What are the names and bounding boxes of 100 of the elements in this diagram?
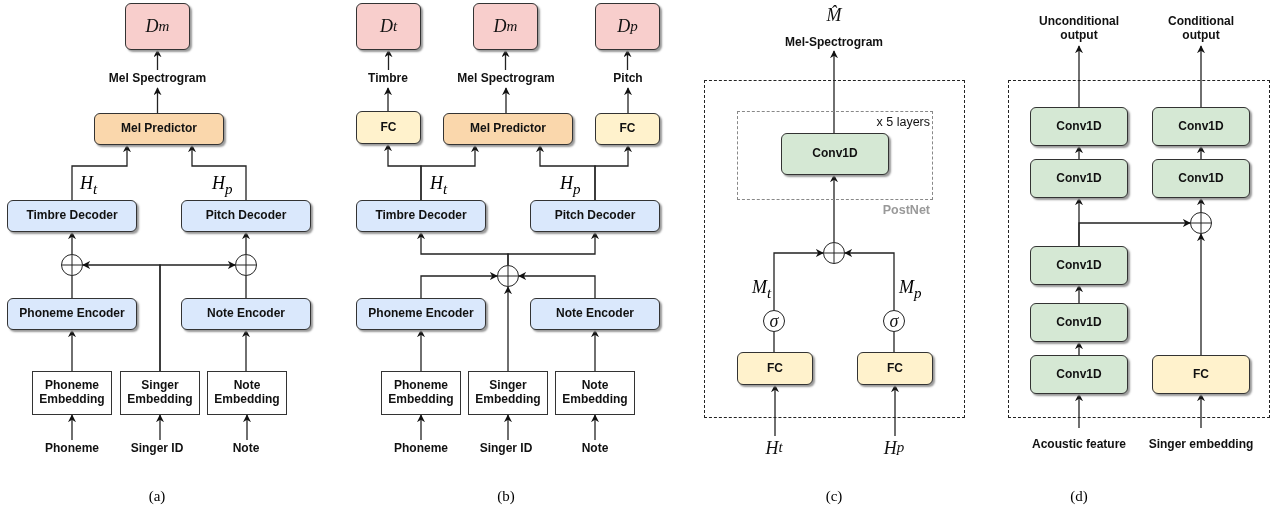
arrow <box>68 231 76 255</box>
arrow <box>844 249 895 311</box>
arrow <box>68 329 76 372</box>
text-label: Unconditional output <box>1019 12 1139 46</box>
text-label: M̂ <box>819 2 849 28</box>
panel-caption: (a) <box>148 488 166 505</box>
arrow <box>1075 284 1083 304</box>
connector-line <box>893 331 895 353</box>
arrow <box>1197 197 1205 213</box>
arrow <box>243 414 251 441</box>
dashed-frame <box>704 80 965 418</box>
arrow <box>771 384 779 437</box>
sum-node <box>497 265 519 287</box>
process-box: Conv1D <box>1030 303 1128 342</box>
sum-node <box>61 254 83 276</box>
arrow <box>242 231 250 255</box>
edge-label: H$_{p}$ <box>560 174 581 197</box>
annotation-text: x 5 layers <box>876 115 930 130</box>
arrow <box>1197 393 1205 429</box>
edge-label: M$_{p}$ <box>899 278 922 301</box>
arrow <box>504 414 512 441</box>
process-box: FC <box>356 111 421 144</box>
arrow <box>159 261 236 372</box>
process-box: Phoneme Encoder <box>356 298 486 330</box>
process-box: Pitch Decoder <box>530 200 660 232</box>
embedding-box: Singer Embedding <box>468 371 548 415</box>
embedding-box: Note Embedding <box>207 371 287 415</box>
text-label: Acoustic feature <box>1029 428 1129 462</box>
arrow <box>504 286 512 372</box>
process-box: Mel Predictor <box>94 113 224 145</box>
sum-node <box>235 254 257 276</box>
arrow <box>594 144 632 201</box>
arrow <box>153 49 162 71</box>
edge-label: H$_{t}$ <box>430 174 448 197</box>
sigmoid-node: σ <box>883 310 905 332</box>
connector-line <box>71 275 73 299</box>
embedding-box: Phoneme Embedding <box>32 371 112 415</box>
process-box: Conv1D <box>1152 107 1250 146</box>
arrow <box>71 144 131 201</box>
process-box: Conv1D <box>1152 159 1250 198</box>
group-label: PostNet <box>882 203 930 218</box>
arrow <box>420 272 498 299</box>
embedding-box: Phoneme Embedding <box>381 371 461 415</box>
text-label: Mel-Spectrogram <box>769 34 899 51</box>
edge-label: H$_{p}$ <box>212 174 233 197</box>
arrow <box>1075 45 1083 108</box>
text-label: Phoneme <box>32 440 112 457</box>
arrow <box>384 87 392 112</box>
sum-node <box>1190 212 1212 234</box>
arrow <box>188 144 247 201</box>
arrow <box>1078 219 1191 247</box>
text-label: Note <box>560 440 630 457</box>
process-box: Conv1D <box>1030 246 1128 285</box>
text-label: Phoneme <box>381 440 461 457</box>
edge-label: M$_{t}$ <box>752 278 772 301</box>
process-box: Conv1D <box>1030 107 1128 146</box>
panel-caption: (d) <box>1070 488 1088 505</box>
process-box: Conv1D <box>1030 159 1128 198</box>
process-box: FC <box>595 113 660 145</box>
arrow <box>68 414 76 441</box>
process-box: Conv1D <box>781 133 889 175</box>
process-box: Phoneme Encoder <box>7 298 137 330</box>
arrow <box>518 272 596 299</box>
embedding-box: Singer Embedding <box>120 371 200 415</box>
process-box: FC <box>857 352 933 385</box>
text-label: Note <box>211 440 281 457</box>
sigmoid-node: σ <box>763 310 785 332</box>
arrow <box>1197 233 1205 356</box>
arrow <box>830 50 838 134</box>
arrow <box>153 87 162 114</box>
embedding-box: Note Embedding <box>555 371 635 415</box>
text-label: Singer ID <box>112 440 202 457</box>
arrow <box>507 231 599 266</box>
process-box: Mel Predictor <box>443 113 573 145</box>
arrow <box>501 49 510 71</box>
process-box: Note Encoder <box>181 298 311 330</box>
arrow <box>1197 45 1205 108</box>
text-label: Mel Spectrogram <box>441 70 571 88</box>
panel-caption: (b) <box>497 488 515 505</box>
text-label: Singer embedding <box>1146 428 1256 462</box>
arrow <box>156 414 164 441</box>
arrow <box>623 49 632 71</box>
text-label: Mel Spectrogram <box>95 70 220 88</box>
arrow <box>624 87 632 114</box>
arrow <box>502 87 510 114</box>
panel-caption: (c) <box>825 488 843 505</box>
arrow <box>1075 145 1083 160</box>
arrow <box>891 384 899 437</box>
connector-line <box>245 275 247 299</box>
process-box: Timbre Decoder <box>7 200 137 232</box>
sum-node <box>823 242 845 264</box>
edge-label: H$_{t}$ <box>80 174 98 197</box>
arrow <box>591 414 599 441</box>
arrow <box>420 144 479 201</box>
process-box: Conv1D <box>1030 355 1128 394</box>
text-label: Pitch <box>593 70 663 88</box>
arrow <box>384 49 393 71</box>
process-box: Timbre Decoder <box>356 200 486 232</box>
arrow <box>830 174 838 243</box>
text-label: Timbre <box>353 70 423 88</box>
